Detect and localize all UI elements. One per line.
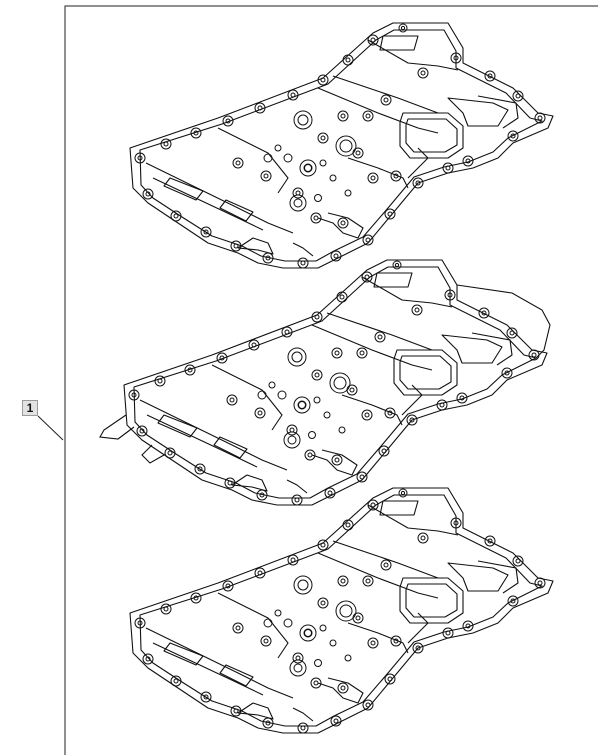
gasket-plate-middle-lower-tab xyxy=(141,444,165,464)
gasket-plate-top xyxy=(129,22,554,269)
gasket-plate-middle-right-tab xyxy=(456,284,551,359)
group-frame-line xyxy=(64,5,598,755)
gasket-plate-bottom xyxy=(129,487,554,734)
gasket-plate-middle-left-tab xyxy=(99,414,135,440)
part-callout-number: 1 xyxy=(22,400,38,416)
gasket-plate-middle xyxy=(99,259,551,506)
callout-leader-line xyxy=(37,415,64,441)
